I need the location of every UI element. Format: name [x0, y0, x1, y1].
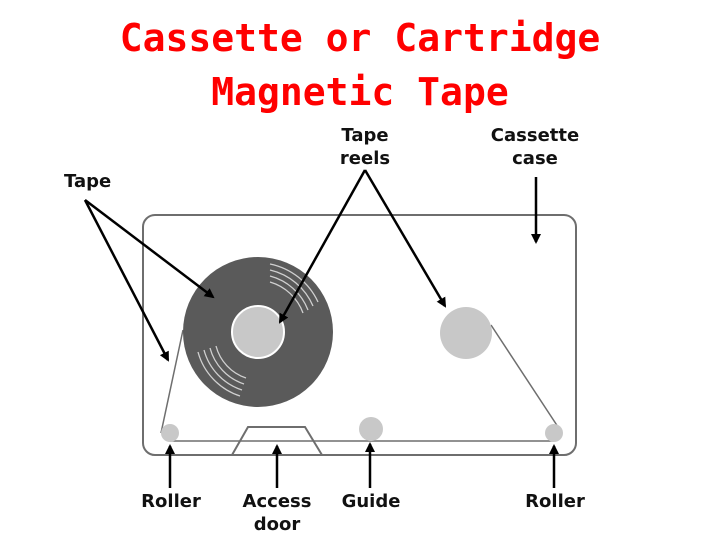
label-cassette-case-line2: case	[512, 148, 558, 169]
label-roller-left: Roller	[141, 491, 201, 512]
diagram-title-line2: Magnetic Tape	[211, 70, 509, 114]
label-access-door-line2: door	[254, 514, 301, 535]
label-tape-reels-line1: Tape	[341, 125, 388, 146]
callout-arrows	[83, 169, 559, 488]
label-cassette-case-line1: Cassette	[491, 125, 579, 146]
access-door	[231, 426, 323, 456]
tape-reel-empty	[440, 307, 492, 359]
tape-path	[160, 324, 563, 442]
label-roller-right: Roller	[525, 491, 585, 512]
label-access-door-line1: Access	[243, 491, 312, 512]
tape-reel-hub	[231, 305, 285, 359]
arrow-tape-reel	[84, 199, 215, 299]
diagram-title-line1: Cassette or Cartridge	[119, 16, 601, 60]
roller-right	[545, 424, 563, 442]
label-tape-reels-line2: reels	[340, 148, 390, 169]
arrow-reel-full	[278, 169, 367, 324]
guide	[359, 417, 383, 441]
roller-left	[161, 424, 179, 442]
tape-winding-lines	[197, 263, 319, 397]
label-tape: Tape	[64, 171, 111, 192]
label-guide: Guide	[342, 491, 401, 512]
arrow-tape-path	[83, 199, 170, 362]
arrow-reel-empty	[363, 169, 447, 308]
